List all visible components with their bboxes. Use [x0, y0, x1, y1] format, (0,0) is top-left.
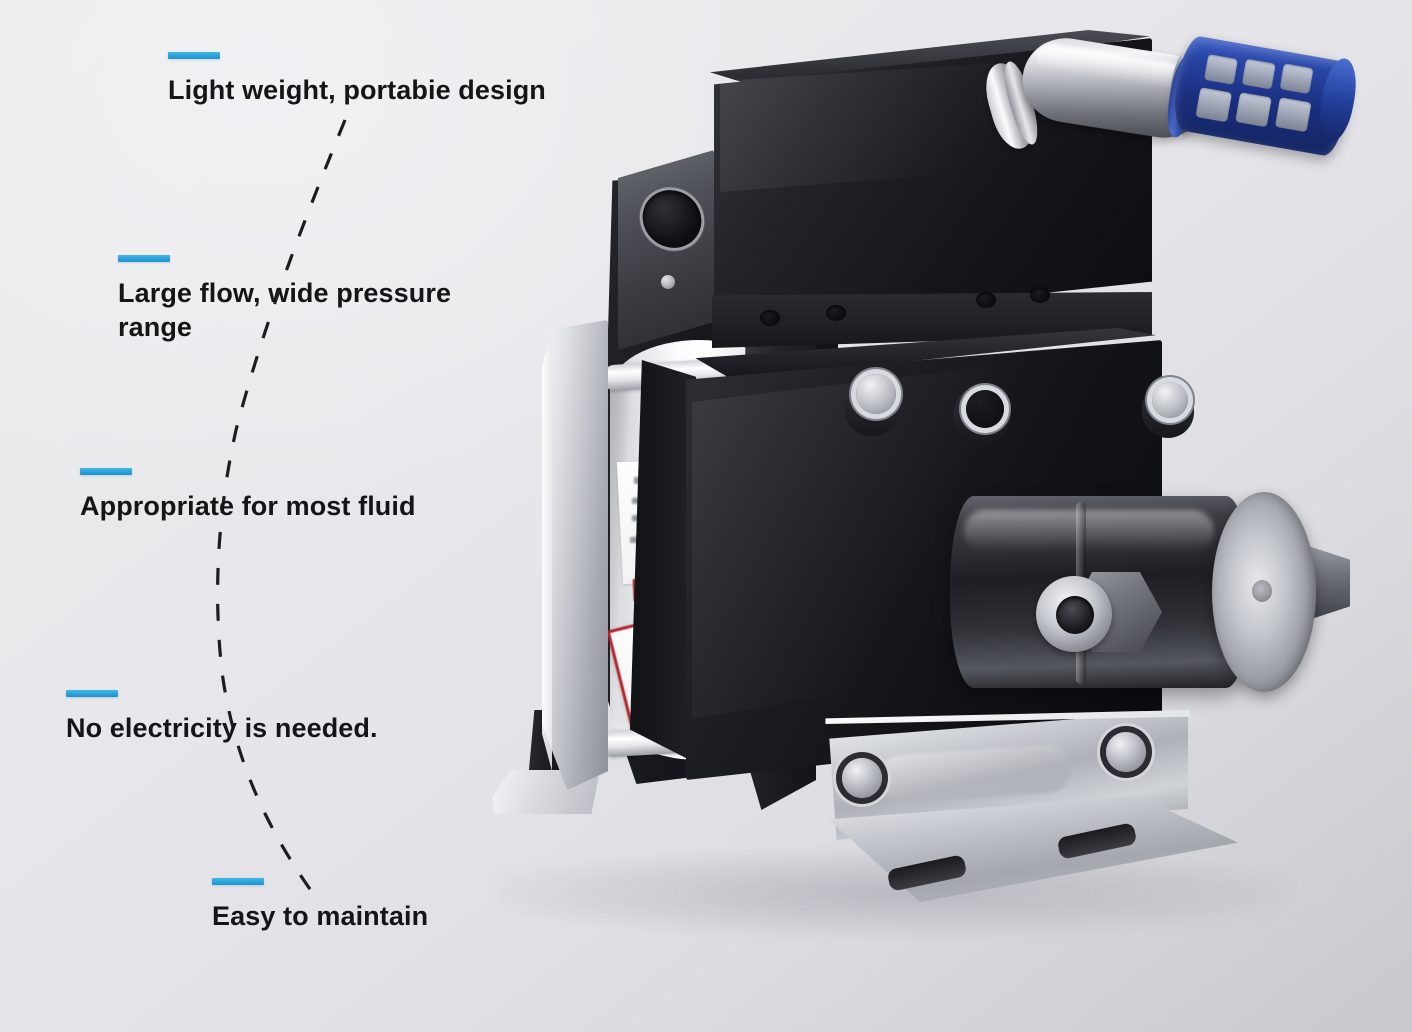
accent-bar-icon — [66, 690, 118, 697]
feature-light-weight: Light weight, portabie design — [168, 52, 546, 107]
feature-appropriate-fluid: Appropriate for most fluid — [80, 468, 416, 523]
base-bolt-hole — [760, 310, 780, 326]
cylinder-end-center — [1252, 580, 1272, 602]
accent-bar-icon — [212, 878, 264, 885]
muffler-mesh-window — [1195, 87, 1233, 123]
port-fitting-plug — [856, 374, 896, 414]
left-support-rail — [542, 320, 608, 790]
feature-easy-maintain: Easy to maintain — [212, 878, 428, 933]
pump-block-sheen — [692, 366, 992, 719]
outlet-port-bore — [1056, 596, 1094, 634]
port-fitting-plug — [1152, 382, 1188, 418]
base-bolt-hole — [826, 305, 846, 321]
accent-bar-icon — [118, 255, 170, 262]
mount-bolt — [842, 758, 882, 798]
muffler-mesh-window — [1235, 92, 1272, 128]
accent-bar-icon — [80, 468, 132, 475]
feature-label: No electricity is needed. — [66, 713, 378, 743]
feature-label: Easy to maintain — [212, 901, 429, 931]
housing-screw — [661, 275, 675, 289]
feature-no-electricity: No electricity is needed. — [66, 690, 378, 745]
port-fitting-open — [966, 390, 1004, 428]
feature-label: Light weight, portabie design — [168, 75, 546, 105]
air-drive-housing-side — [618, 150, 714, 350]
feature-label: Large flow, wide pressure range — [118, 278, 452, 343]
left-support-rail-edge — [542, 329, 552, 772]
feature-large-flow: Large flow, wide pressure range — [118, 255, 451, 345]
muffler-mesh-window — [1241, 58, 1276, 90]
base-bolt-hole — [976, 292, 996, 308]
pump-block-side — [630, 360, 696, 764]
cylinder-sheen — [964, 510, 1214, 552]
muffler-mesh-window — [1203, 54, 1239, 85]
base-bolt-hole — [1030, 287, 1050, 303]
feature-label: Appropriate for most fluid — [80, 491, 416, 521]
product-image-air-driven-liquid-pump — [470, 10, 1370, 960]
muffler-mesh-window — [1274, 97, 1312, 133]
mount-bolt — [1106, 732, 1146, 772]
accent-bar-icon — [168, 52, 220, 59]
muffler-mesh-window — [1279, 63, 1314, 95]
